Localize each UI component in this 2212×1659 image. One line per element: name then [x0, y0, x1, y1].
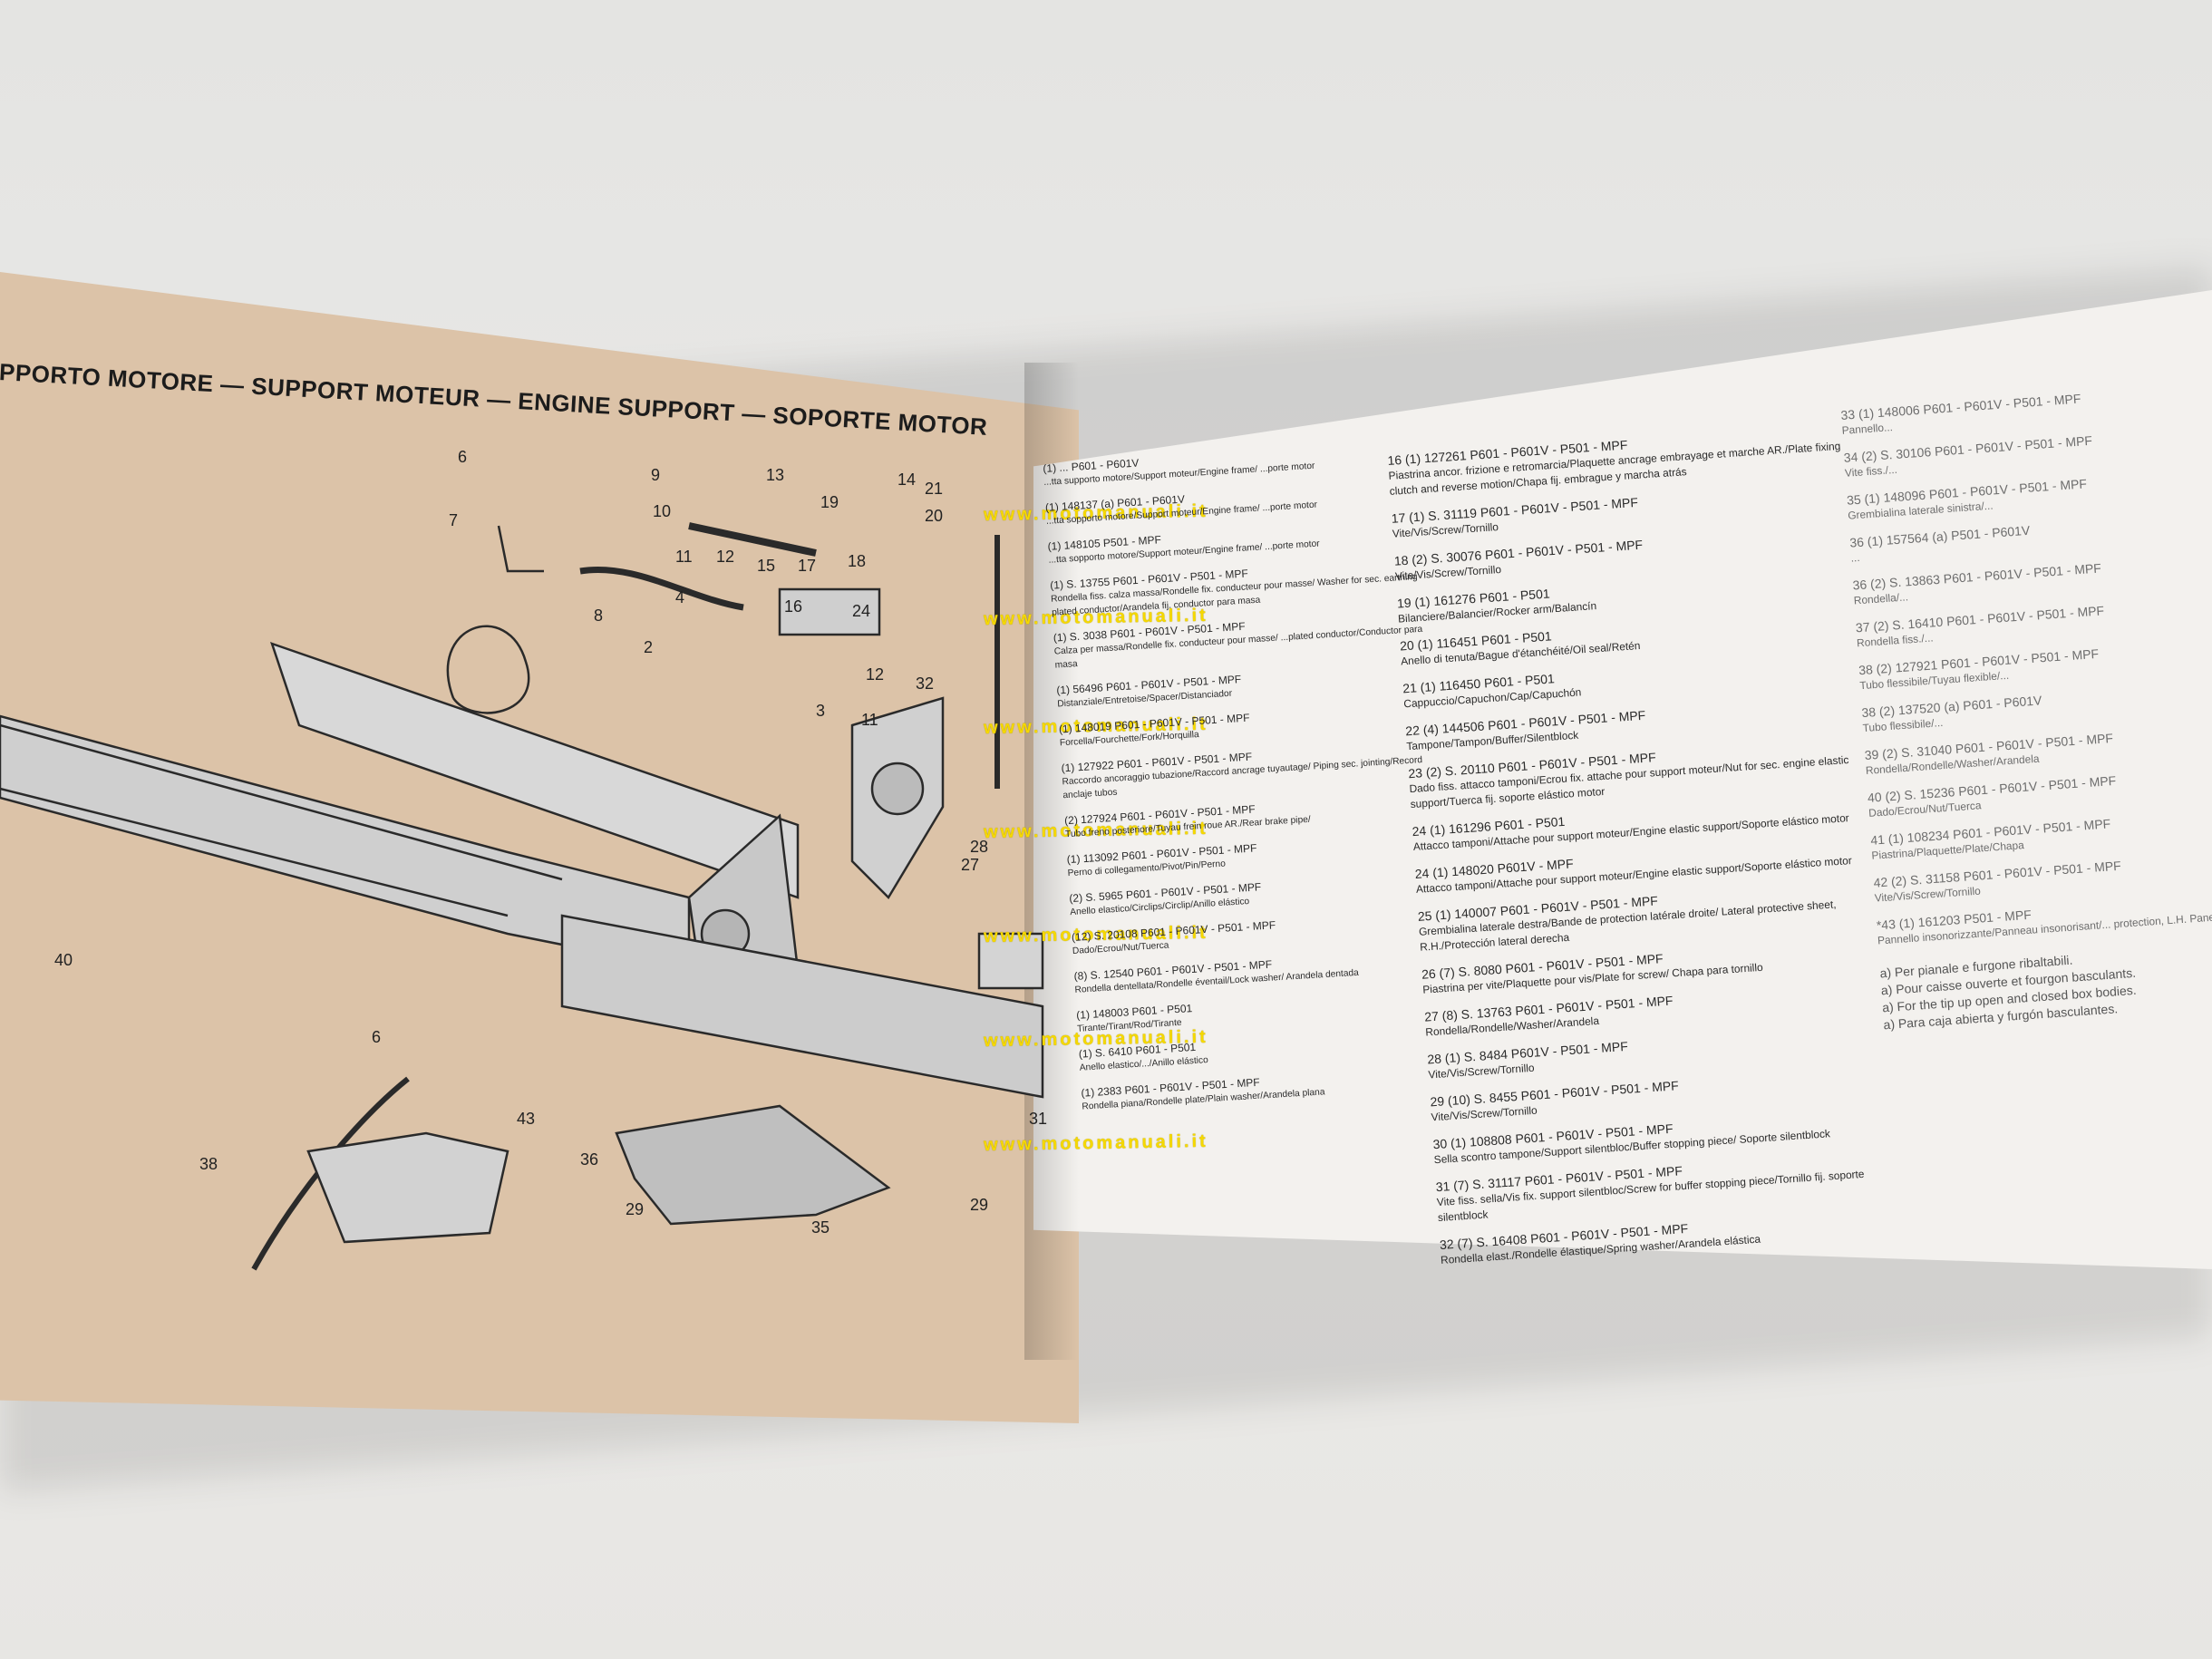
svg-text:32: 32 [916, 674, 934, 693]
svg-text:27: 27 [961, 856, 979, 874]
book-gutter [1024, 363, 1079, 1360]
svg-text:3: 3 [816, 702, 825, 720]
svg-text:29: 29 [970, 1196, 988, 1214]
svg-text:31: 31 [1029, 1110, 1047, 1128]
svg-text:6: 6 [458, 448, 467, 466]
svg-text:10: 10 [653, 502, 671, 520]
svg-text:7: 7 [449, 511, 458, 529]
svg-text:17: 17 [798, 557, 816, 575]
svg-text:18: 18 [848, 552, 866, 570]
svg-text:24: 24 [852, 602, 870, 620]
svg-text:12: 12 [716, 548, 734, 566]
svg-text:13: 13 [766, 466, 784, 484]
svg-text:43: 43 [517, 1110, 535, 1128]
svg-text:40: 40 [54, 951, 73, 969]
svg-text:15: 15 [757, 557, 775, 575]
svg-text:11: 11 [675, 548, 693, 566]
svg-text:38: 38 [199, 1155, 218, 1173]
svg-text:29: 29 [626, 1200, 644, 1218]
engine-support-diagram: 6 7 8 9 10 11 12 13 14 15 16 17 18 19 20… [0, 448, 1047, 1271]
watermark-7: www.motomanuali.it [983, 1130, 1208, 1156]
svg-text:14: 14 [897, 471, 916, 489]
svg-text:35: 35 [811, 1218, 830, 1237]
svg-text:11: 11 [861, 711, 878, 729]
svg-text:28: 28 [970, 838, 988, 856]
svg-text:21: 21 [925, 480, 943, 498]
svg-text:2: 2 [644, 638, 653, 656]
svg-text:9: 9 [651, 466, 660, 484]
svg-text:6: 6 [372, 1028, 381, 1046]
svg-text:4: 4 [675, 588, 684, 606]
svg-text:19: 19 [820, 493, 839, 511]
svg-text:20: 20 [925, 507, 943, 525]
svg-text:16: 16 [784, 597, 802, 616]
svg-text:36: 36 [580, 1150, 598, 1169]
diagram-callouts: 6 7 8 9 10 11 12 13 14 15 16 17 18 19 20… [54, 448, 1047, 1237]
svg-text:12: 12 [866, 665, 884, 684]
right-page [1033, 290, 2212, 1269]
svg-text:8: 8 [594, 606, 603, 625]
